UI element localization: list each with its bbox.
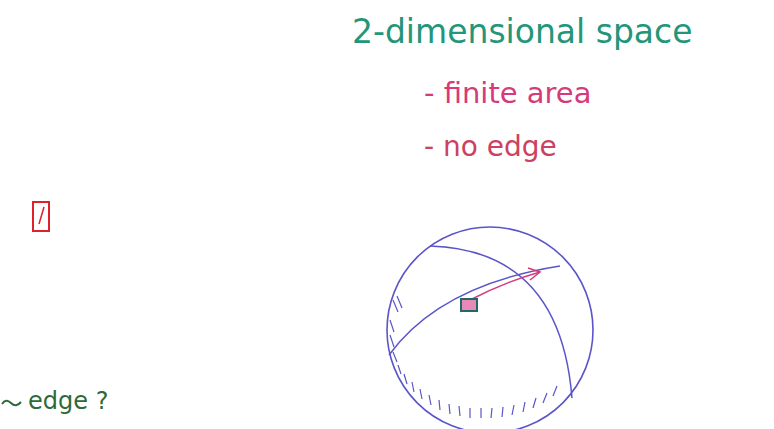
question-note: edge ? [28, 388, 108, 414]
red-marker [33, 202, 49, 231]
marker-stroke [39, 207, 44, 224]
tilde-mark [2, 401, 21, 406]
arrow-head [528, 268, 540, 280]
meridian-arc [430, 246, 572, 398]
great-circle-arc [389, 266, 560, 355]
sphere-outline [387, 227, 593, 429]
bullet-note: - no edge [424, 132, 557, 163]
shading-hatch [390, 296, 557, 418]
teal-marker [461, 299, 477, 311]
bullet-note: - finite area [424, 78, 592, 110]
heading-note: 2-dimensional space [352, 14, 693, 50]
path-arrow [470, 272, 540, 300]
